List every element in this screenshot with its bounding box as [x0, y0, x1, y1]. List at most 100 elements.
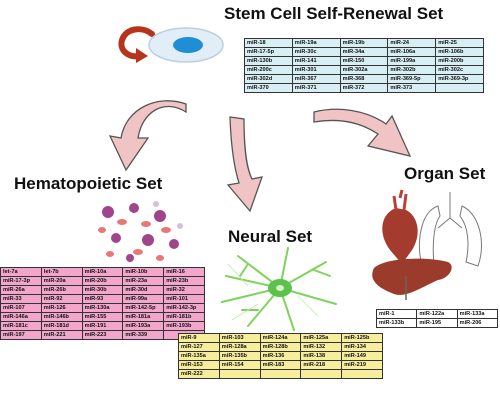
- mirna-cell: miR-368: [339, 74, 389, 84]
- mirna-cell: [218, 369, 261, 379]
- mirna-cell: miR-181b: [163, 312, 205, 322]
- arrow-to-hematopoietic: [108, 100, 187, 172]
- mirna-cell: miR-222: [178, 369, 220, 379]
- mirna-cell: miR-221: [40, 330, 83, 340]
- stem-cell-icon: [148, 27, 224, 63]
- mirna-cell: miR-199a: [387, 56, 437, 66]
- mirna-cell: miR-103: [218, 333, 261, 343]
- mirna-cell: miR-92: [40, 294, 83, 304]
- mirna-cell: miR-302b: [387, 65, 437, 75]
- mirna-cell: miR-197: [0, 330, 42, 340]
- mirna-cell: miR-10a: [81, 267, 124, 277]
- mirna-cell: miR-154: [218, 360, 261, 370]
- mirna-cell: miR-135a: [178, 351, 220, 361]
- mirna-cell: miR-106b: [435, 47, 484, 57]
- mirna-cell: miR-23b: [163, 276, 205, 286]
- mirna-cell: miR-10b: [122, 267, 165, 277]
- mirna-cell: miR-134: [341, 342, 383, 352]
- stem-cell-set-title: Stem Cell Self-Renewal Set: [224, 4, 444, 23]
- mirna-cell: miR-126: [40, 303, 83, 313]
- mirna-cell: miR-367: [291, 74, 341, 84]
- mirna-cell: miR-24: [387, 38, 437, 48]
- mirna-cell: miR-18: [244, 38, 293, 48]
- arrow-to-organ: [313, 108, 412, 157]
- mirna-cell: miR-146a: [0, 312, 42, 322]
- mirna-cell: miR-124a: [259, 333, 302, 343]
- mirna-cell: miR-106a: [387, 47, 437, 57]
- mirna-cell: miR-138: [300, 351, 343, 361]
- mirna-cell: miR-16: [163, 267, 205, 277]
- mirna-cell: miR-191: [81, 321, 124, 331]
- mirna-cell: miR-219: [341, 360, 383, 370]
- mirna-cell: miR-223: [81, 330, 124, 340]
- mirna-cell: miR-34a: [339, 47, 389, 57]
- mirna-cell: miR-181c: [0, 321, 42, 331]
- mirna-cell: miR-125b: [341, 333, 383, 343]
- mirna-cell: miR-302c: [435, 65, 484, 75]
- mirna-cell: [341, 369, 383, 379]
- mirna-cell: miR-9: [178, 333, 220, 343]
- mirna-cell: miR-302d: [244, 74, 293, 84]
- mirna-cell: miR-372: [339, 83, 389, 93]
- mirna-cell: miR-25: [435, 38, 484, 48]
- mirna-cell: miR-181d: [40, 321, 83, 331]
- mirna-cell: [259, 369, 302, 379]
- mirna-cell: miR-30c: [291, 47, 341, 57]
- mirna-cell: miR-142-3p: [163, 303, 205, 313]
- mirna-cell: miR-302a: [339, 65, 389, 75]
- mirna-cell: miR-200c: [244, 65, 293, 75]
- mirna-cell: miR-193a: [122, 321, 165, 331]
- mirna-cell: miR-181a: [122, 312, 165, 322]
- mirna-cell: miR-301: [291, 65, 341, 75]
- mirna-cell: miR-193b: [163, 321, 205, 331]
- mirna-cell: miR-30b: [81, 285, 124, 295]
- mirna-cell: [435, 83, 484, 93]
- mirna-cell: miR-150: [339, 56, 389, 66]
- mirna-cell: miR-128b: [259, 342, 302, 352]
- mirna-cell: miR-17-3p: [0, 276, 42, 286]
- mirna-cell: miR-1: [375, 309, 418, 319]
- mirna-cell: miR-373: [387, 83, 437, 93]
- mirna-cell: miR-128a: [218, 342, 261, 352]
- mirna-cell: miR-33: [0, 294, 42, 304]
- mirna-cell: miR-155: [81, 312, 124, 322]
- mirna-cell: miR-20b: [81, 276, 124, 286]
- mirna-cell: miR-99a: [122, 294, 165, 304]
- mirna-cell: miR-107: [0, 303, 42, 313]
- mirna-cell: miR-153: [178, 360, 220, 370]
- mirna-cell: miR-125a: [300, 333, 343, 343]
- mirna-cell: miR-149: [341, 351, 383, 361]
- neural-set-title: Neural Set: [228, 227, 313, 246]
- mirna-cell: miR-26a: [0, 285, 42, 295]
- mirna-cell: miR-135b: [218, 351, 261, 361]
- blood-cells-icon: [98, 201, 183, 262]
- mirna-cell: miR-23a: [122, 276, 165, 286]
- mirna-cell: miR-146b: [40, 312, 83, 322]
- mirna-cell: miR-93: [81, 294, 124, 304]
- mirna-cell: miR-130a: [81, 303, 124, 313]
- mirna-cell: miR-218: [300, 360, 343, 370]
- mirna-cell: miR-369-3p: [435, 74, 484, 84]
- mirna-cell: miR-183: [259, 360, 302, 370]
- mirna-cell: miR-142-5p: [122, 303, 165, 313]
- organs-icon: [372, 189, 482, 300]
- renewal-arrow-icon: [118, 26, 155, 63]
- mirna-cell: miR-20a: [40, 276, 83, 286]
